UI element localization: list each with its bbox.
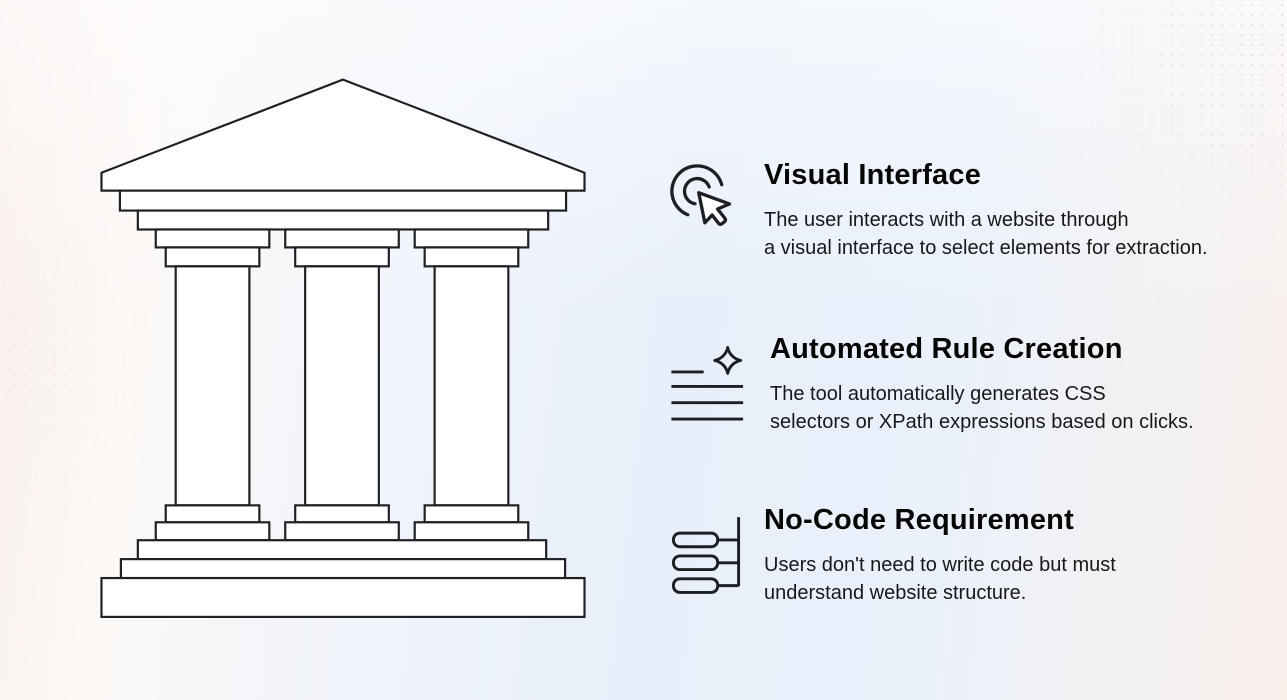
- column-shaft: [304, 265, 380, 507]
- feature-title: No-Code Requirement: [764, 504, 1074, 536]
- column-capital-bottom: [423, 246, 520, 268]
- column-capital-top: [413, 228, 530, 249]
- column-base-lower: [284, 521, 400, 542]
- column-base-lower: [154, 521, 271, 542]
- column-shaft: [433, 265, 510, 507]
- temple-svg: [100, 78, 586, 618]
- column-base-upper: [423, 504, 520, 524]
- feature-title: Visual Interface: [764, 159, 982, 191]
- feature-visual-interface: Visual Interface The user interacts with…: [666, 159, 1208, 262]
- temple-entablature-lower: [136, 209, 550, 231]
- column-base-lower: [413, 521, 530, 542]
- temple-step-top: [136, 539, 548, 561]
- temple-illustration: [99, 77, 587, 620]
- tree-structure-icon: [666, 504, 748, 607]
- feature-description: The tool automatically generates CSS sel…: [770, 380, 1194, 436]
- feature-description-line: Users don't need to write code but must: [764, 554, 1116, 576]
- feature-description-line: The user interacts with a website throug…: [764, 209, 1129, 231]
- feature-description: Users don't need to write code but must …: [764, 551, 1116, 607]
- sparkle-lines-icon: [666, 333, 748, 436]
- feature-description: The user interacts with a website throug…: [764, 206, 1208, 262]
- feature-description-line: selectors or XPath expressions based on …: [770, 411, 1194, 433]
- feature-description-line: The tool automatically generates CSS: [770, 383, 1106, 405]
- column-capital-bottom: [294, 246, 390, 268]
- column-shaft: [174, 265, 251, 507]
- temple-step-middle: [119, 558, 567, 580]
- cursor-click-icon: [666, 159, 748, 262]
- column-capital-bottom: [164, 246, 261, 268]
- temple-step-bottom: [100, 576, 586, 618]
- column-base-upper: [294, 504, 390, 524]
- feature-title: Automated Rule Creation: [770, 333, 1123, 365]
- column-capital-top: [154, 228, 271, 249]
- temple-pediment: [100, 78, 586, 192]
- temple-entablature-upper: [118, 189, 568, 212]
- column-base-upper: [164, 504, 261, 524]
- feature-description-line: a visual interface to select elements fo…: [764, 237, 1208, 259]
- feature-automated-rule-creation: Automated Rule Creation The tool automat…: [666, 333, 1194, 436]
- column-capital-top: [284, 228, 400, 249]
- feature-description-line: understand website structure.: [764, 582, 1027, 604]
- feature-no-code-requirement: No-Code Requirement Users don't need to …: [666, 504, 1116, 607]
